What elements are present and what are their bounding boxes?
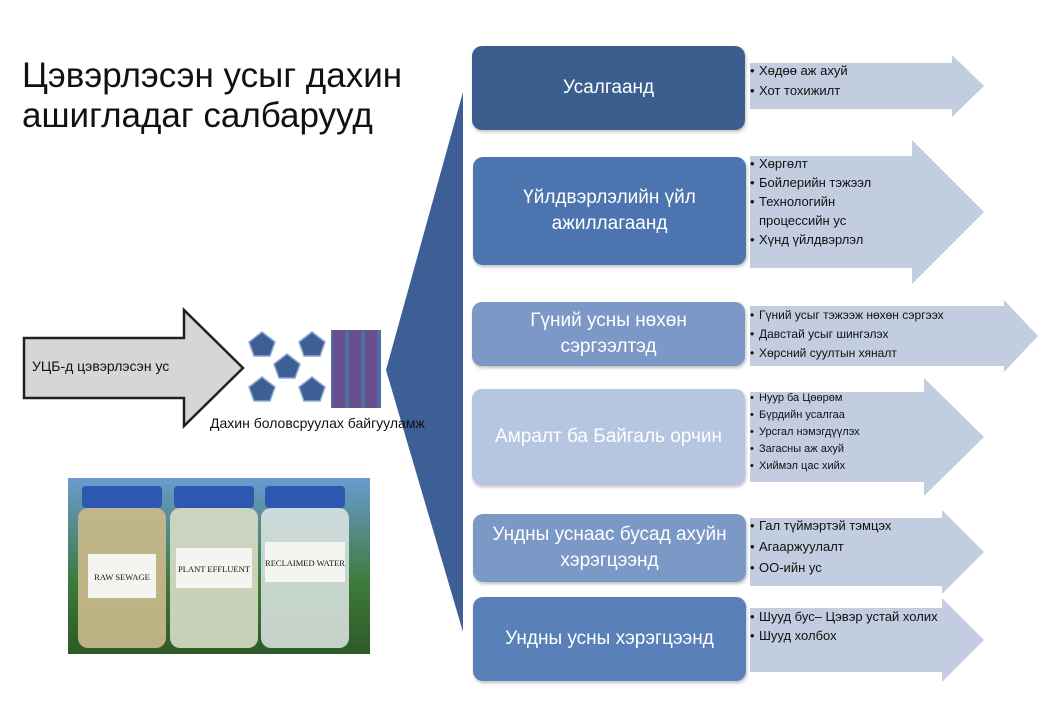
list-item: Урсгал нэмэгдүүлэх — [750, 424, 860, 441]
list-item: Хөдөө аж ахуй — [750, 61, 848, 81]
list-item: Шууд холбох — [750, 626, 940, 645]
category-recreation: Амралт ба Байгаль орчин — [472, 389, 745, 485]
cat1-items: Хөдөө аж ахуй Хот тохижилт — [750, 61, 848, 101]
list-item: Агааржуулалт — [750, 536, 891, 557]
jar-label-effluent: PLANT EFFLUENT — [178, 564, 251, 574]
cat5-items: Гал түймэртэй тэмцэх Агааржуулалт ОО-ийн… — [750, 515, 891, 578]
list-item: Бойлерийн тэжээл — [750, 173, 895, 192]
list-item: Загасны аж ахуй — [750, 441, 860, 458]
list-item: Бүрдийн усалгаа — [750, 407, 860, 424]
list-item: Нуур ба Цөөрөм — [750, 390, 860, 407]
list-item: Технологийн процессийн ус — [750, 192, 895, 230]
list-item: Хөрсний суултын хяналт — [750, 344, 944, 363]
list-item: Гал түймэртэй тэмцэх — [750, 515, 891, 536]
list-item: Гүний усыг тэжээж нөхөн сэргээх — [750, 306, 944, 325]
category-irrigation: Усалгаанд — [472, 46, 745, 130]
jar-label-reclaimed: RECLAIMED WATER — [265, 558, 345, 568]
category-potable: Ундны усны хэрэгцээнд — [473, 597, 746, 681]
distribution-funnel — [386, 92, 463, 632]
plant-label: Дахин боловсруулах байгууламж — [210, 415, 425, 431]
category-groundwater: Гүний усны нөхөн сэргээлтэд — [472, 302, 745, 366]
list-item: Шууд бус– Цэвэр устай холих — [750, 607, 940, 626]
list-item: Хүнд үйлдвэрлэл — [750, 230, 895, 249]
page-title: Цэвэрлэсэн усыг дахин ашигладаг салбаруу… — [22, 56, 403, 135]
list-item: ОО-ийн ус — [750, 557, 891, 578]
list-item: Хот тохижилт — [750, 81, 848, 101]
treatment-plant-icon — [248, 331, 326, 402]
filter-block-icon — [331, 330, 381, 408]
list-item: Хиймэл цас хийх — [750, 458, 860, 475]
cat4-items: Нуур ба Цөөрөм Бүрдийн усалгаа Урсгал нэ… — [750, 390, 860, 475]
input-label: УЦБ-д цэвэрлэсэн ус — [32, 358, 170, 374]
category-industrial: Үйлдвэрлэлийн үйл ажиллагаанд — [473, 157, 746, 265]
jars-photo: RAW SEWAGE PLANT EFFLUENT RECLAIMED WATE… — [68, 478, 370, 654]
cat3-items: Гүний усыг тэжээж нөхөн сэргээх Давстай … — [750, 306, 944, 363]
cat6-items: Шууд бус– Цэвэр устай холих Шууд холбох — [750, 607, 940, 645]
list-item: Давстай усыг шингэлэх — [750, 325, 944, 344]
cat2-items: Хөргөлт Бойлерийн тэжээл Технологийн про… — [750, 154, 895, 249]
jar-label-raw: RAW SEWAGE — [94, 572, 150, 582]
input-arrow — [22, 307, 245, 429]
category-non-potable: Ундны уснаас бусад ахуйн хэрэгцээнд — [473, 514, 746, 582]
list-item: Хөргөлт — [750, 154, 895, 173]
